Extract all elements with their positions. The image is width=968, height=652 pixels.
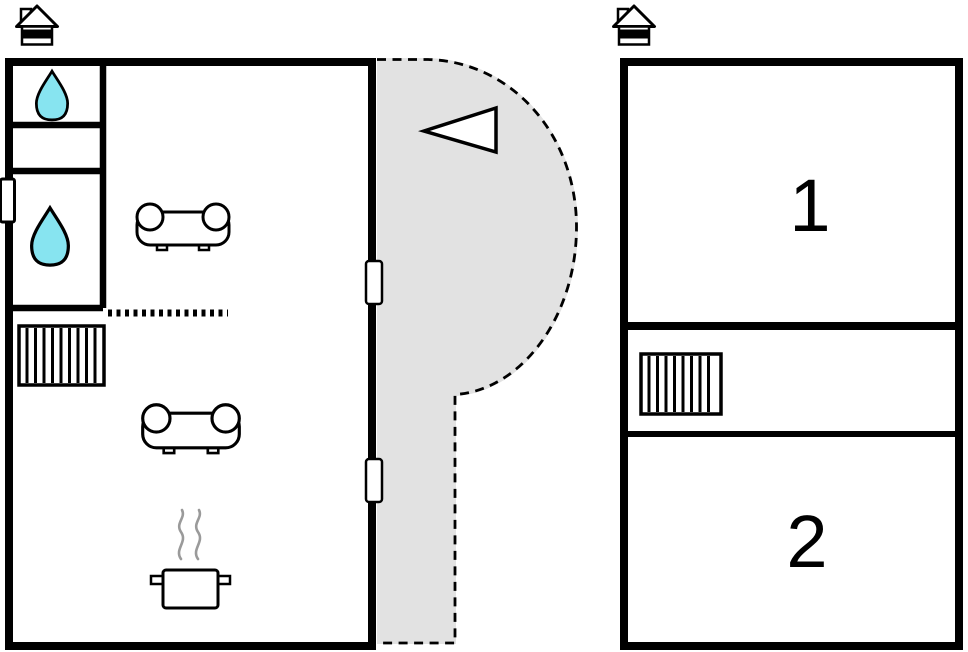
radiator-icon bbox=[17, 324, 106, 387]
first-floor: 1 2 bbox=[612, 4, 963, 650]
water-drop-icon bbox=[34, 68, 70, 122]
sofa-icon bbox=[135, 202, 231, 252]
cooking-pot-icon bbox=[149, 508, 232, 610]
house-icon bbox=[15, 4, 59, 46]
water-drop-shape bbox=[30, 204, 70, 267]
arrow-icon bbox=[418, 105, 498, 155]
sofa-armrest bbox=[141, 403, 172, 434]
sofa-armrest bbox=[201, 202, 231, 232]
ground-floor bbox=[0, 4, 578, 650]
door-opening bbox=[364, 457, 384, 504]
steam-line bbox=[177, 508, 185, 561]
room-1-label: 1 bbox=[789, 164, 830, 247]
sofa-armrest bbox=[135, 202, 165, 232]
steam-line bbox=[194, 508, 202, 561]
room-2-label: 2 bbox=[786, 500, 827, 583]
house-band bbox=[22, 29, 52, 39]
house-band bbox=[619, 29, 649, 39]
window bbox=[0, 177, 16, 224]
radiator-stripes bbox=[647, 356, 710, 412]
door-opening bbox=[364, 259, 384, 306]
water-drop-icon bbox=[30, 204, 70, 267]
terrace-outline bbox=[377, 58, 578, 645]
house-icon bbox=[612, 4, 656, 46]
radiator-icon bbox=[639, 352, 723, 416]
radiator-stripes bbox=[25, 328, 97, 383]
terrace-area bbox=[377, 58, 578, 644]
sofa-armrest bbox=[210, 403, 241, 434]
pot-body bbox=[161, 568, 220, 610]
sofa-icon bbox=[141, 403, 241, 455]
water-drop-shape bbox=[34, 68, 70, 122]
bathroom-partition-walls bbox=[8, 59, 107, 312]
